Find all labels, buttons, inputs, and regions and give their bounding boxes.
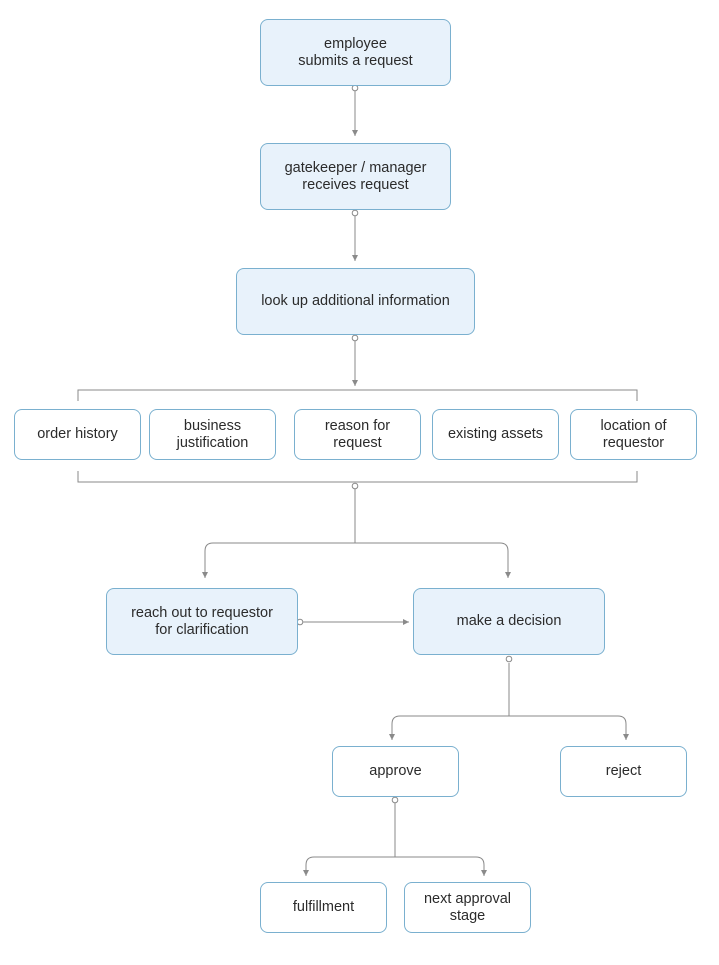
connector-origin-dot: [505, 655, 513, 663]
node-next-approval-stage[interactable]: next approval stage: [404, 882, 531, 933]
node-employee-submits-request[interactable]: employee submits a request: [260, 19, 451, 86]
node-location-of-requestor[interactable]: location of requestor: [570, 409, 697, 460]
connector-origin-dot: [351, 209, 359, 217]
node-gatekeeper-receives-request[interactable]: gatekeeper / manager receives request: [260, 143, 451, 210]
node-existing-assets[interactable]: existing assets: [432, 409, 559, 460]
connector-to-reach-out: [202, 542, 355, 578]
node-fulfillment[interactable]: fulfillment: [260, 882, 387, 933]
node-order-history[interactable]: order history: [14, 409, 141, 460]
connector-to-approve: [389, 715, 509, 740]
node-reason-for-request[interactable]: reason for request: [294, 409, 421, 460]
connector-to-fulfillment: [303, 856, 395, 876]
node-approve[interactable]: approve: [332, 746, 459, 797]
node-look-up-additional-information[interactable]: look up additional information: [236, 268, 475, 335]
connector-origin-dot: [351, 334, 359, 342]
info-group-top-bracket: [77, 389, 638, 401]
connector-origin-dot: [391, 796, 399, 804]
connector-origin-dot: [296, 618, 304, 626]
connector-origin-dot: [351, 84, 359, 92]
info-group-bottom-bracket: [77, 471, 638, 483]
node-reject[interactable]: reject: [560, 746, 687, 797]
connector-to-make-decision: [355, 542, 511, 578]
connector-to-next-approval: [395, 856, 487, 876]
connector-to-reject: [509, 715, 629, 740]
node-business-justification[interactable]: business justification: [149, 409, 276, 460]
connector-origin-dot: [351, 482, 359, 490]
node-reach-out-to-requestor[interactable]: reach out to requestor for clarification: [106, 588, 298, 655]
node-make-a-decision[interactable]: make a decision: [413, 588, 605, 655]
